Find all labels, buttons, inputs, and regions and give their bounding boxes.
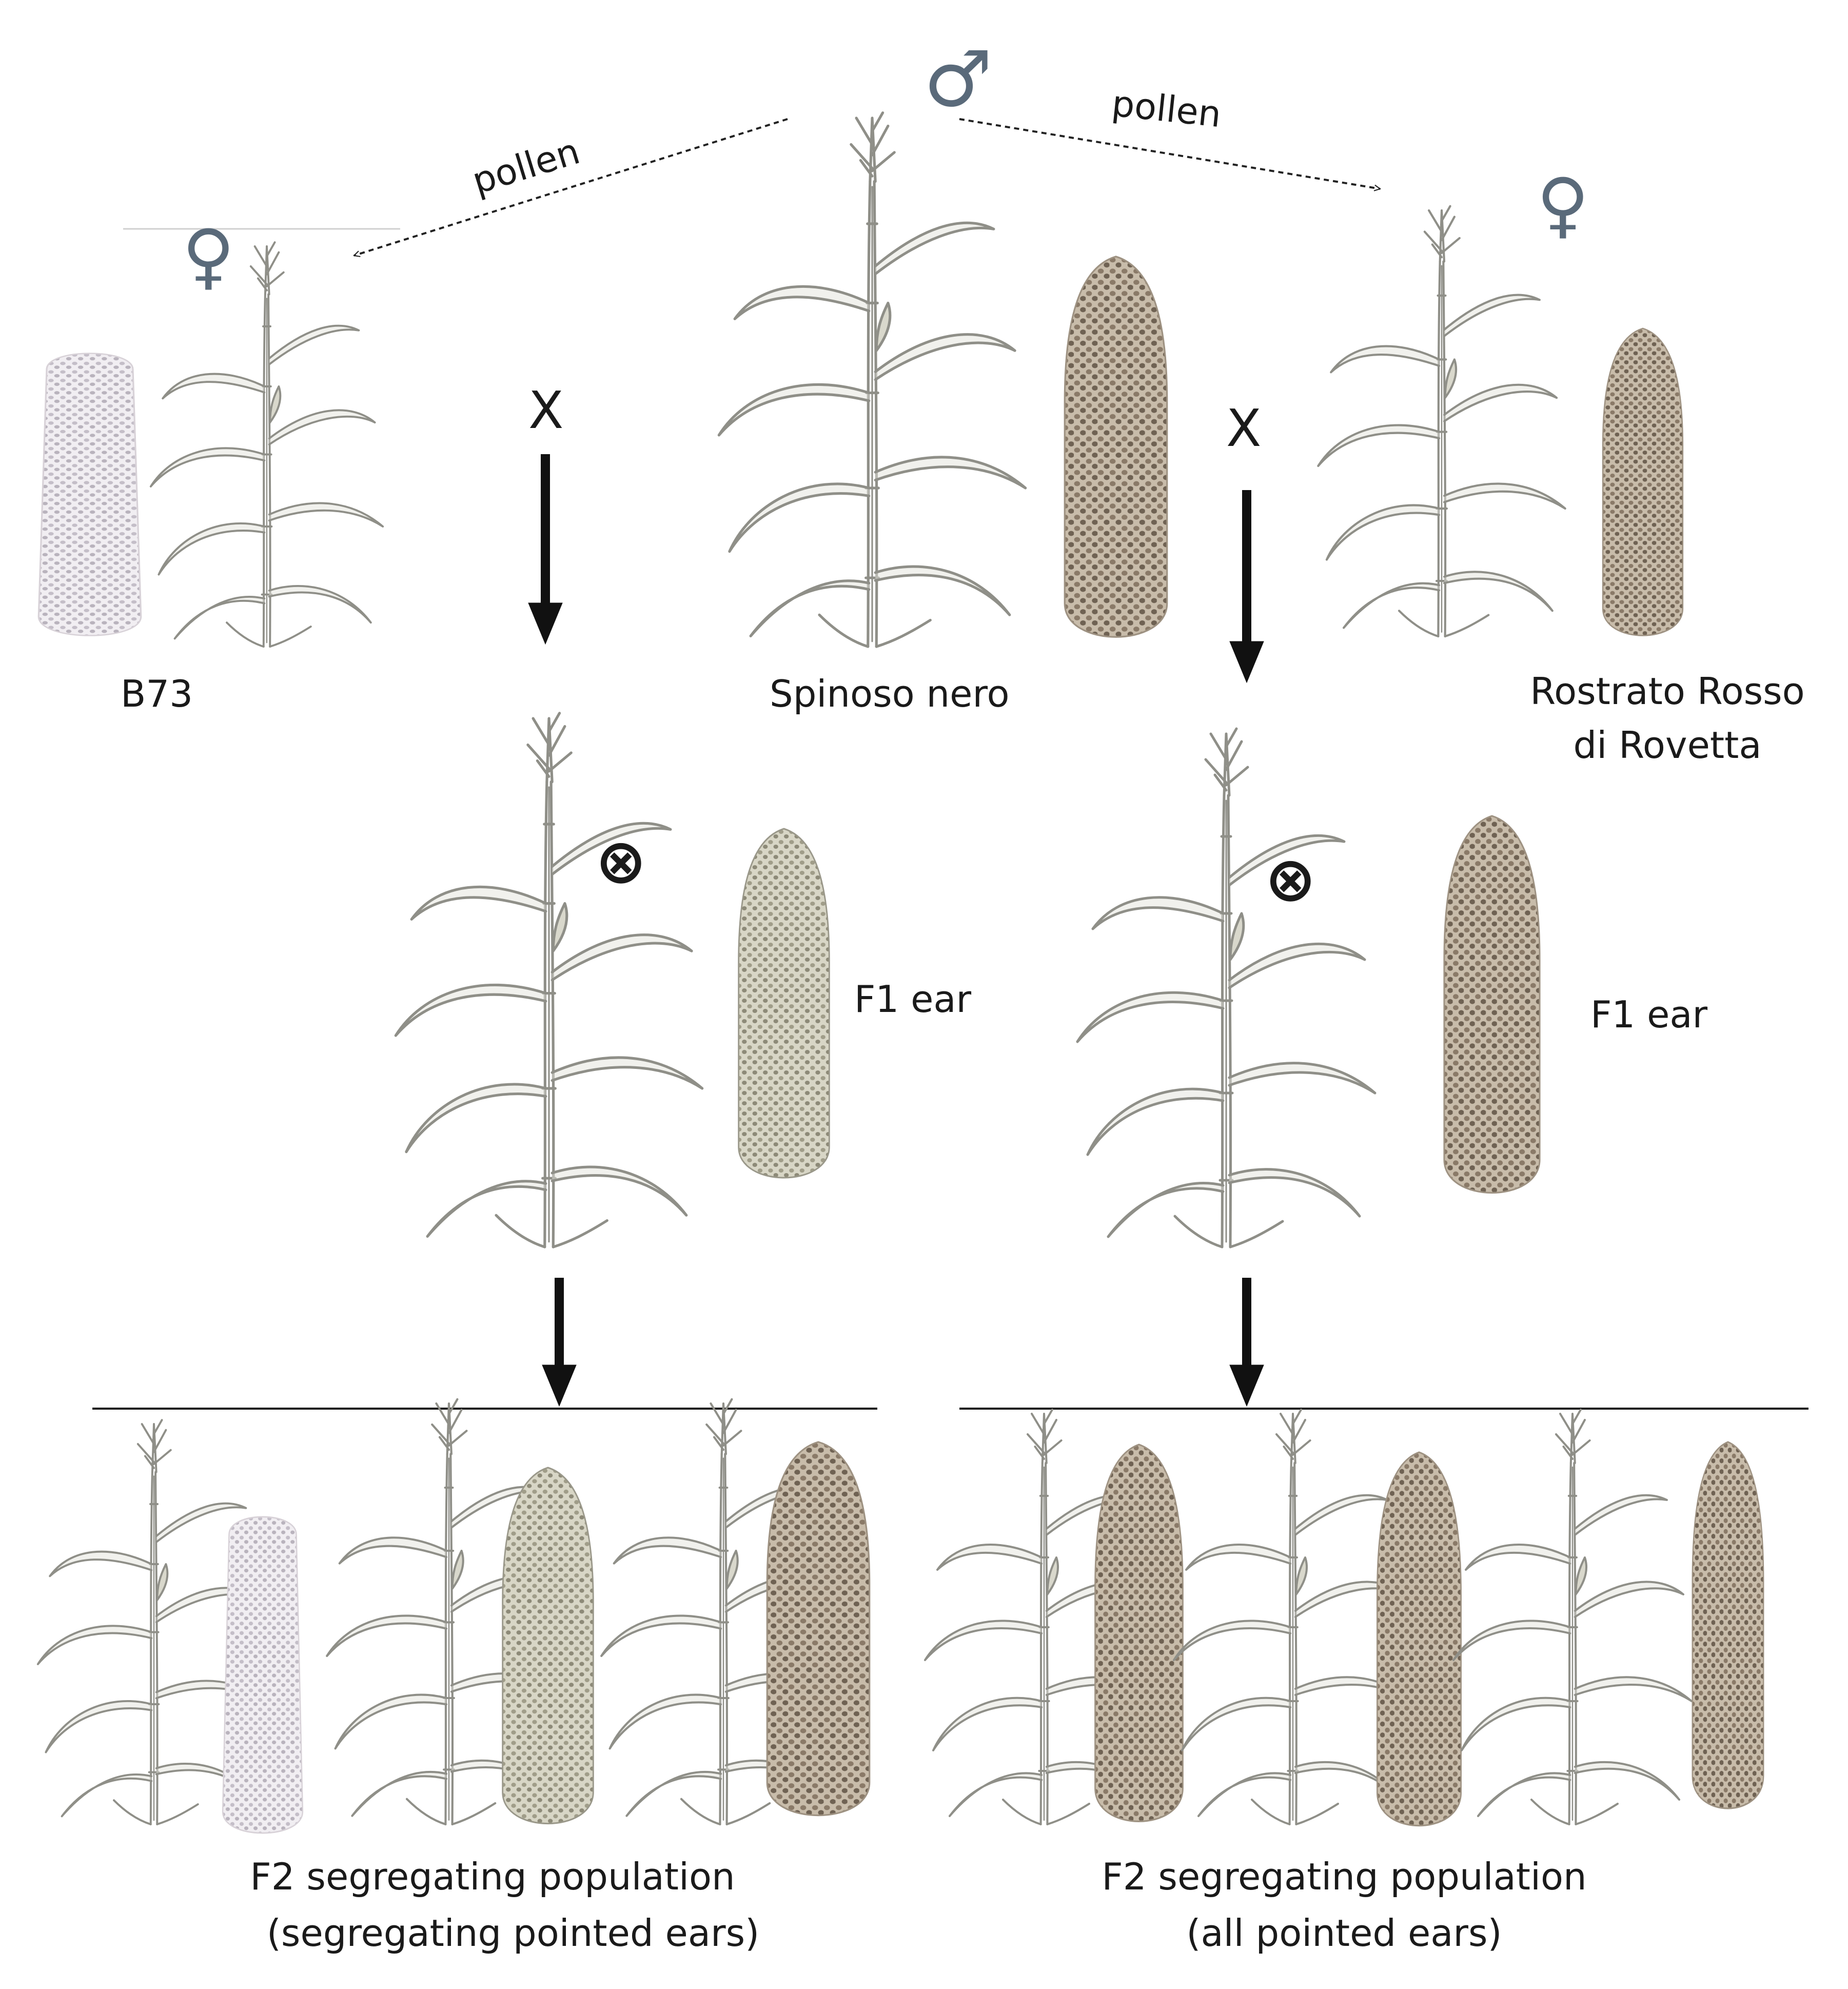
label-b73: B73 <box>121 672 193 715</box>
f1-plant-right <box>1077 729 1375 1247</box>
cross-symbol-left: X <box>528 380 564 440</box>
f2-left-ear-1 <box>222 1516 304 1834</box>
f2-right-plant-3 <box>1453 1410 1692 1824</box>
spinoso-nero-ear <box>1064 256 1168 638</box>
pollen-label-left: pollen <box>467 130 584 202</box>
rostrato-ear <box>1602 327 1684 636</box>
f1-arrow-right <box>1229 1278 1264 1407</box>
selfing-symbol-left: ⊗ <box>595 826 647 898</box>
f1-arrow-left <box>542 1278 577 1407</box>
b73-ear <box>37 353 142 637</box>
selfing-symbol-right: ⊗ <box>1265 844 1316 915</box>
b73-plant <box>149 241 384 648</box>
f1-ear-right-image <box>1443 815 1541 1194</box>
label-f2-left-line1: F2 segregating population <box>250 1855 735 1898</box>
male-symbol: ♂ <box>923 35 993 124</box>
spinoso-nero-plant <box>719 113 1025 647</box>
f2-left-ear-2 <box>502 1467 594 1825</box>
cross-symbol-right: X <box>1226 398 1262 458</box>
f2-left-ear-3 <box>766 1441 871 1817</box>
label-f1-ear-right: F1 ear <box>1590 993 1708 1036</box>
female-symbol-left: ♀ <box>182 215 235 298</box>
cross-arrow-left <box>528 454 563 645</box>
pollen-arrow-left <box>354 118 788 256</box>
label-f2-right-line1: F2 segregating population <box>1102 1855 1587 1898</box>
label-rostrato-line1: Rostrato Rosso <box>1530 670 1805 713</box>
pollen-label-right: pollen <box>1110 82 1223 135</box>
label-f2-left-line2: (segregating pointed ears) <box>266 1912 760 1955</box>
pollen-arrow-right <box>959 118 1380 189</box>
f1-plant-left <box>396 713 702 1247</box>
label-f1-ear-left: F1 ear <box>854 978 972 1021</box>
label-f2-right-line2: (all pointed ears) <box>1186 1912 1502 1955</box>
label-rostrato-line2: di Rovetta <box>1573 724 1762 767</box>
f2-right-ear-1 <box>1094 1444 1184 1823</box>
f2-right-plant-2 <box>1174 1410 1412 1824</box>
f1-ear-left-image <box>738 828 830 1179</box>
f2-right-ear-3 <box>1692 1441 1764 1809</box>
label-spinoso-nero: Spinoso nero <box>770 672 1010 715</box>
rostrato-plant <box>1318 206 1565 636</box>
female-symbol-right: ♀ <box>1537 163 1589 247</box>
f2-right-ear-2 <box>1376 1451 1462 1827</box>
cross-arrow-right <box>1229 490 1264 684</box>
